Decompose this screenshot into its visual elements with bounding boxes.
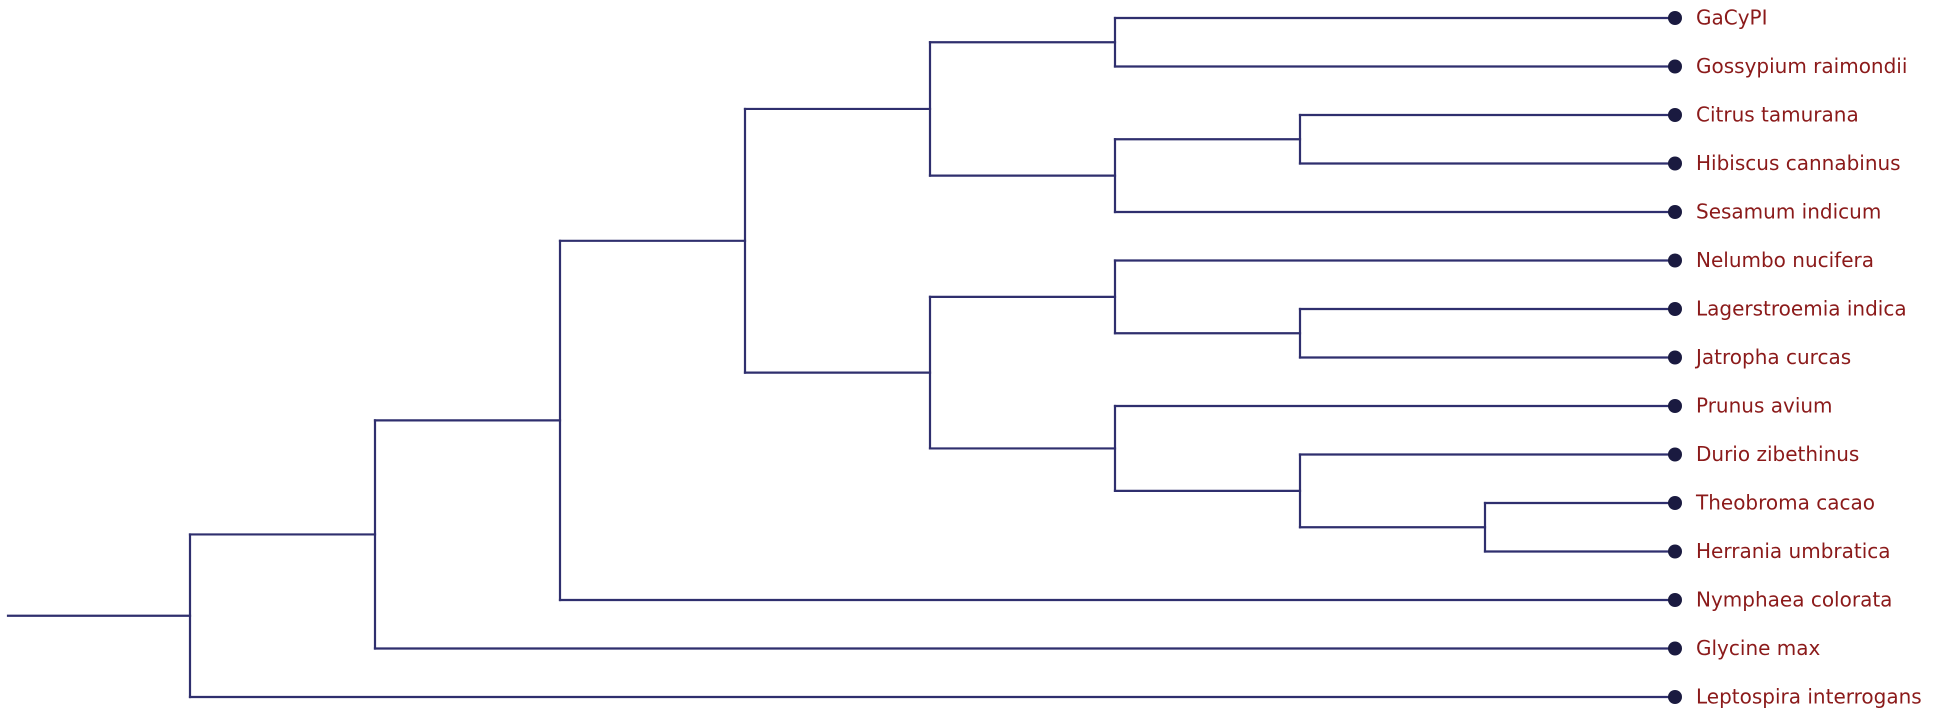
leaf-label: GaCyPI: [1696, 6, 1768, 30]
leaf-label: Leptospira interrogans: [1696, 685, 1922, 709]
leaf-label: Herrania umbratica: [1696, 539, 1891, 563]
leaf-node: [1668, 11, 1682, 25]
leaf-node: [1668, 399, 1682, 413]
leaf-label: Gossypium raimondii: [1696, 54, 1907, 78]
leaf-label: Citrus tamurana: [1696, 103, 1859, 127]
leaf-label: Theobroma cacao: [1695, 491, 1875, 515]
leaf-node: [1668, 156, 1682, 171]
leaf-label: Glycine max: [1696, 636, 1821, 660]
leaf-label: Lagerstroemia indica: [1696, 297, 1907, 321]
leaf-label: Prunus avium: [1696, 394, 1833, 418]
leaf-node: [1668, 544, 1682, 559]
leaf-node: [1668, 205, 1682, 219]
leaf-label: Hibiscus cannabinus: [1696, 151, 1901, 175]
leaf-label: Sesamum indicum: [1696, 200, 1881, 224]
leaf-label: Nelumbo nucifera: [1696, 248, 1874, 272]
leaf-node: [1668, 593, 1682, 607]
leaf-label: Jatropha curcas: [1694, 345, 1851, 369]
leaf-label: Nymphaea colorata: [1696, 588, 1892, 612]
leaf-node: [1668, 447, 1682, 462]
leaf-node: [1668, 641, 1682, 656]
leaf-node: [1668, 690, 1682, 704]
leaf-node: [1668, 496, 1682, 510]
leaf-node: [1668, 350, 1682, 365]
leaf-node: [1668, 302, 1682, 316]
leaf-node: [1668, 108, 1682, 122]
leaf-label: Durio zibethinus: [1696, 442, 1859, 466]
leaf-node: [1668, 59, 1682, 74]
leaf-node: [1668, 253, 1682, 268]
